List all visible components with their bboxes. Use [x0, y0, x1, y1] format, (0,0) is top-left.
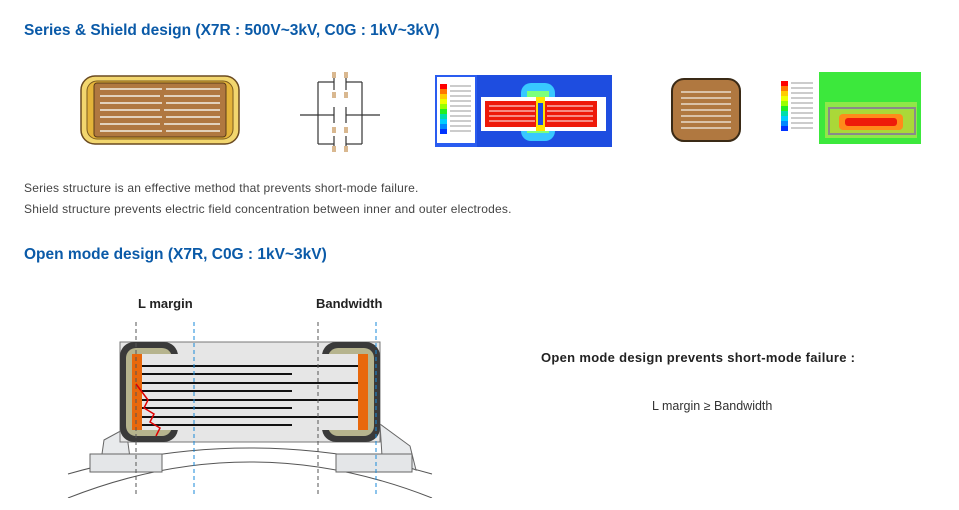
field-simulation-icon: [435, 75, 612, 147]
series-circuit-icon: [300, 72, 380, 152]
open-mode-claim: Open mode design prevents short-mode fai…: [541, 350, 856, 365]
bandwidth-label: Bandwidth: [316, 296, 383, 311]
series-description: Series structure is an effective method …: [24, 181, 419, 195]
shield-description: Shield structure prevents electric field…: [24, 202, 512, 216]
capacitor-chip-icon: [80, 75, 240, 145]
shield-simulation-icon: [777, 72, 921, 144]
open-mode-crosssection-icon: [67, 322, 433, 498]
l-margin-label: L margin: [138, 296, 193, 311]
open-mode-heading: Open mode design (X7R, C0G : 1kV~3kV): [24, 246, 327, 263]
series-shield-heading: Series & Shield design (X7R : 500V~3kV, …: [24, 22, 440, 39]
shield-chip-icon: [671, 78, 741, 142]
open-mode-formula: L margin ≥ Bandwidth: [652, 399, 773, 413]
